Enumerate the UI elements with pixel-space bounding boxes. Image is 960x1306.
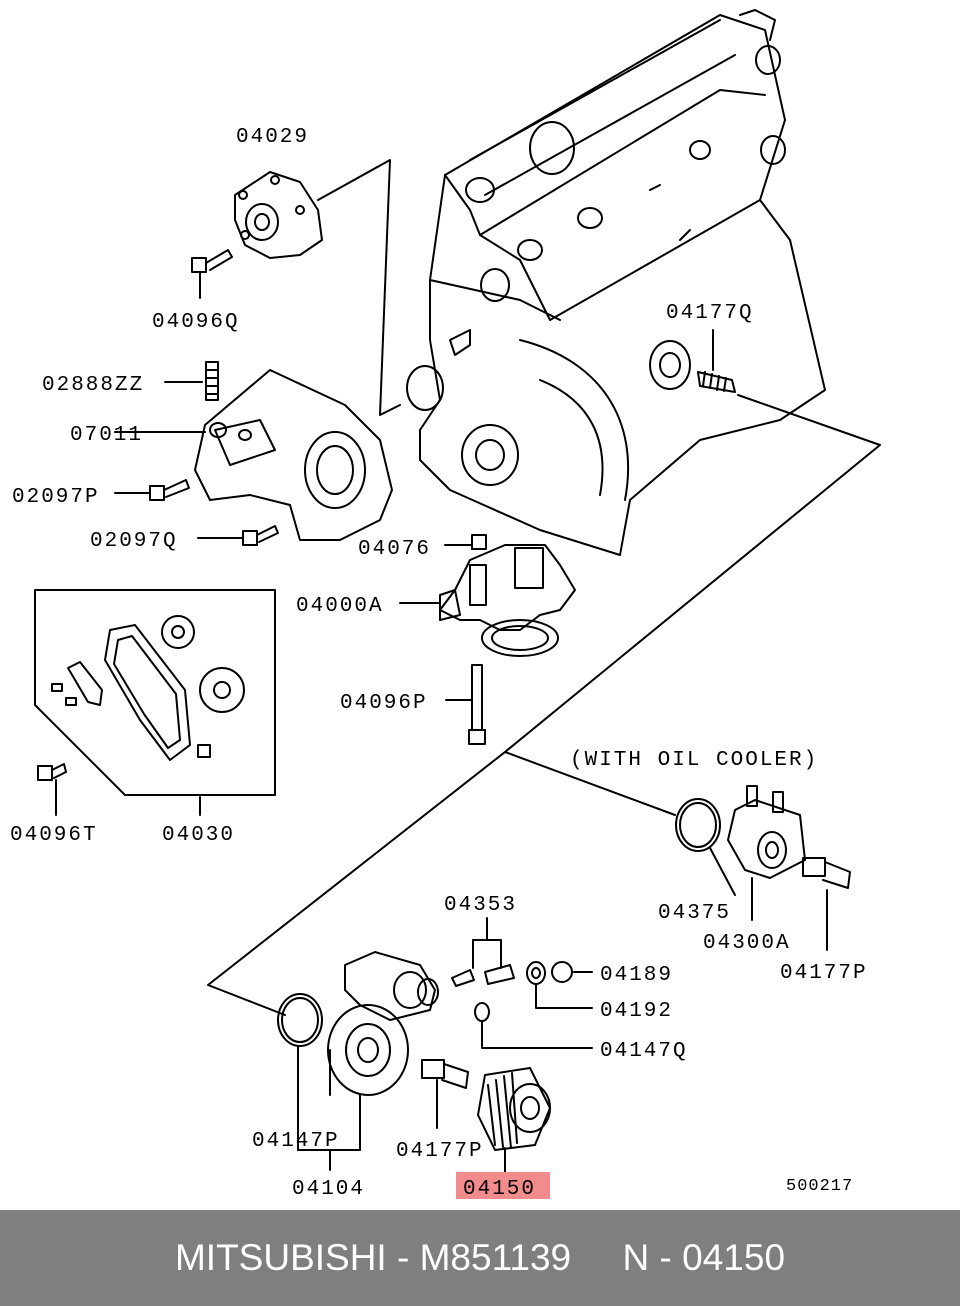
label-04150: 04150 — [463, 1178, 536, 1201]
label-with-oil-cooler: (WITH OIL COOLER) — [570, 749, 818, 772]
label-04096P: 04096P — [340, 692, 428, 715]
part-04177Q-plug — [649, 329, 736, 393]
label-04189: 04189 — [600, 964, 673, 987]
part-04177P-right-bolt — [802, 857, 851, 951]
label-07011: 07011 — [70, 424, 143, 447]
footer-title: MITSUBISHI - M851139 N - 04150 — [174, 1237, 786, 1278]
label-04177Q-top: 04177Q — [666, 302, 754, 325]
label-04147P: 04147P — [252, 1130, 340, 1153]
label-04029: 04029 — [236, 126, 309, 149]
part-04030-chain-box — [34, 589, 276, 816]
label-04000A: 04000A — [296, 595, 384, 618]
part-04147P-oring — [277, 993, 361, 1171]
parts-diagram: 04029 04096Q 02888ZZ 07011 02097P 02097Q… — [10, 9, 881, 1201]
label-04375: 04375 — [658, 902, 731, 925]
part-02097Q-bolt — [197, 525, 279, 546]
part-04353-group — [451, 917, 515, 987]
part-04096T-bolt — [37, 763, 67, 816]
part-04096P-bolt — [445, 664, 486, 745]
label-02888ZZ: 02888ZZ — [42, 374, 144, 397]
label-04096Q: 04096Q — [152, 311, 240, 334]
part-04096Q-bolt — [191, 249, 233, 299]
part-02097P-bolt — [114, 479, 190, 501]
label-02097P: 02097P — [12, 486, 100, 509]
label-02097Q: 02097Q — [90, 530, 178, 553]
part-04147Q-oring — [474, 1002, 593, 1049]
leader-oil-cooler — [504, 751, 676, 816]
label-04300A: 04300A — [703, 932, 791, 955]
label-04353: 04353 — [444, 894, 517, 917]
part-07011-bracket — [114, 369, 393, 541]
part-04300A-cooler — [727, 785, 806, 921]
label-04096T: 04096T — [10, 824, 98, 847]
target-part-highlight — [456, 1172, 550, 1199]
label-04104: 04104 — [292, 1178, 365, 1201]
part-04375-oring — [675, 798, 736, 896]
part-04000A-pump — [399, 544, 576, 657]
part-04029-pump — [234, 159, 401, 416]
footer-bar: MITSUBISHI - M851139 N - 04150 — [0, 1210, 960, 1306]
part-04104-bracket — [327, 951, 439, 1096]
part-04189-plug — [551, 961, 593, 983]
part-04150-oil-filter — [477, 1067, 551, 1173]
label-04177P-right: 04177P — [780, 962, 868, 985]
part-04076-sleeve — [444, 534, 487, 550]
engine-block — [406, 9, 826, 556]
part-04177P-bottom-bolt — [421, 1059, 469, 1129]
drawing-number: 500217 — [786, 1177, 853, 1196]
label-04192: 04192 — [600, 1000, 673, 1023]
part-02888ZZ-stud — [164, 361, 219, 401]
label-04177P-bottom: 04177P — [396, 1140, 484, 1163]
label-04076: 04076 — [358, 538, 431, 561]
part-04192-washer — [526, 961, 593, 1009]
label-04030: 04030 — [162, 824, 235, 847]
label-04147Q: 04147Q — [600, 1040, 688, 1063]
